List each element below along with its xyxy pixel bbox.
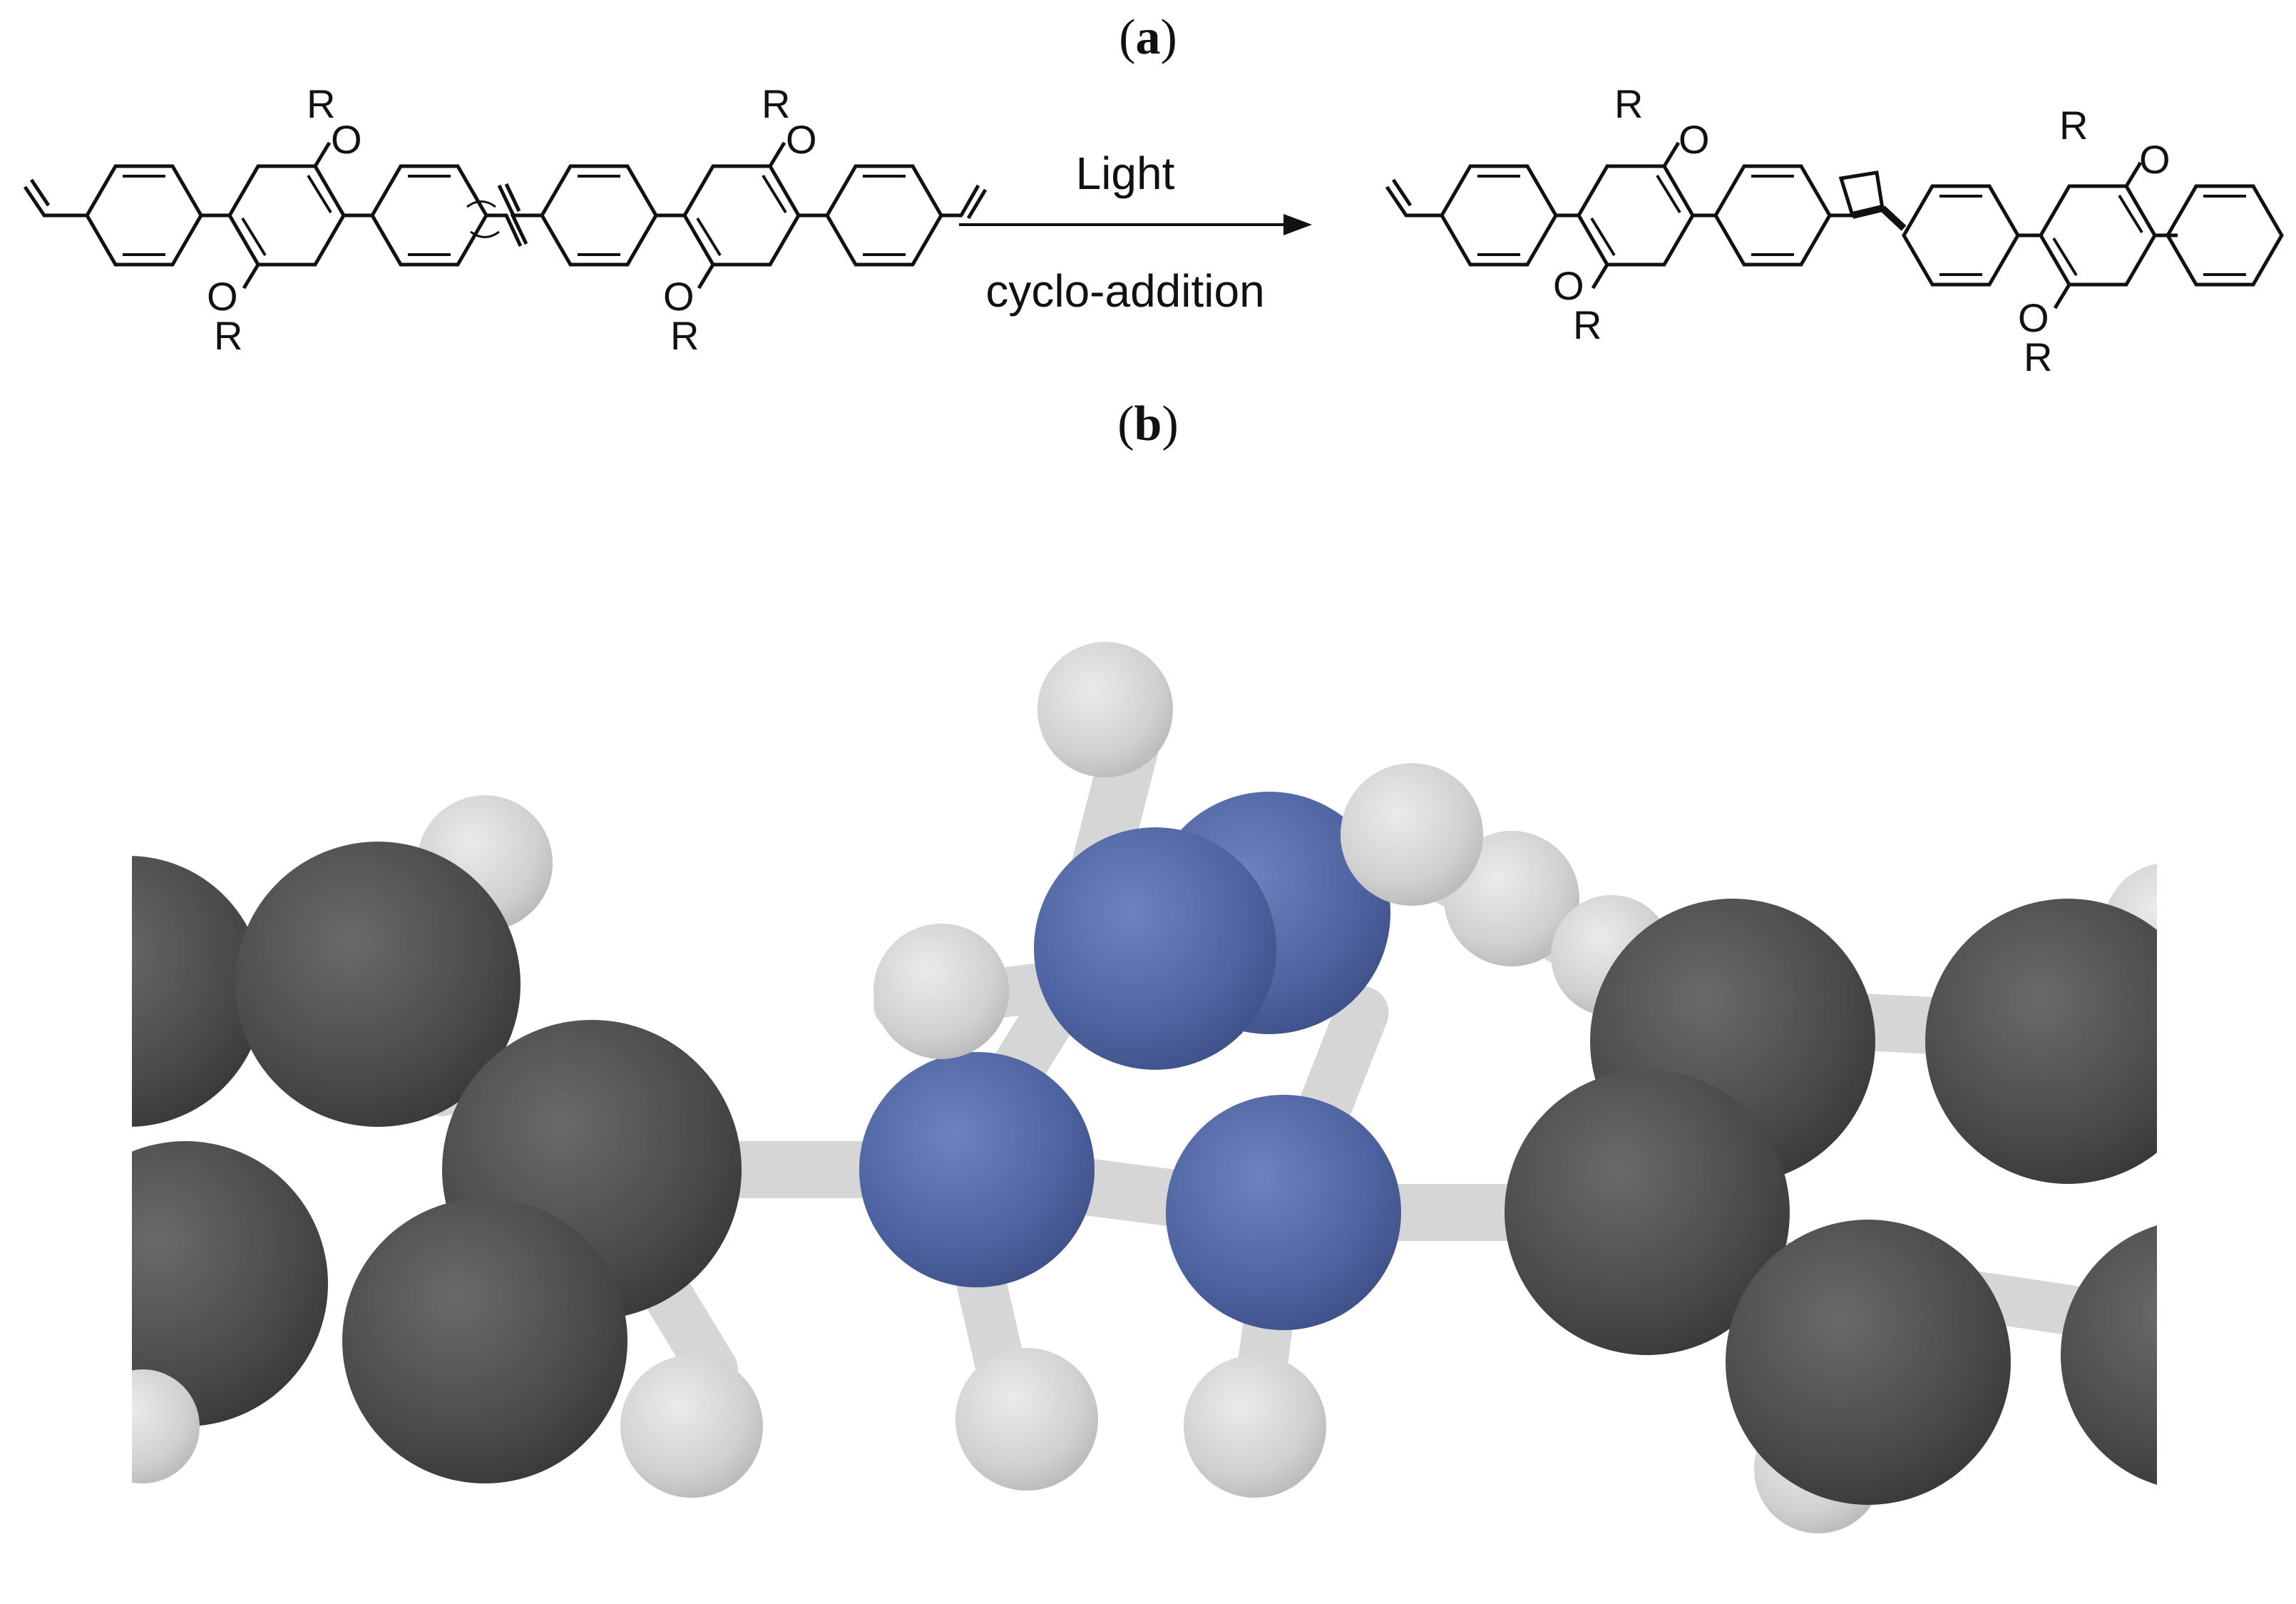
carbon-atoms-right — [1505, 899, 2157, 1505]
oxygen-label: O — [1679, 117, 1710, 162]
r-group-label: R — [1573, 302, 1601, 347]
reactant-monomer-right: O R O R — [497, 81, 988, 358]
reaction-scheme: O R O R O R O R Light c — [23, 81, 2296, 379]
carbon-atoms-left — [132, 842, 742, 1483]
oxygen-label: O — [663, 274, 695, 319]
r-group-label: R — [762, 81, 790, 126]
oxygen-label: O — [331, 117, 362, 162]
oxygen-label: O — [2018, 295, 2049, 340]
oxygen-label: O — [786, 117, 817, 162]
panel-b-label: (b) — [1117, 397, 1179, 451]
reaction-arrow — [959, 214, 1312, 235]
panel-a-label: (a) — [1119, 10, 1177, 65]
oxygen-label: O — [1553, 263, 1584, 308]
r-group-label: R — [2059, 103, 2088, 148]
r-group-label: R — [307, 81, 335, 126]
product-dimer: O R O R O R O R — [1385, 81, 2285, 379]
r-group-label: R — [214, 313, 242, 358]
r-group-label: R — [670, 313, 699, 358]
oxygen-label: O — [2139, 137, 2171, 182]
oxygen-label: O — [207, 274, 238, 319]
condition-below: cyclo-addition — [985, 265, 1264, 317]
r-group-label: R — [2024, 334, 2052, 379]
r-group-label: R — [1614, 81, 1643, 126]
condition-above: Light — [1076, 148, 1175, 199]
cyclobutane-atoms — [859, 792, 1401, 1330]
cycloaddition-arrows — [466, 200, 500, 238]
reactant-monomer-left: O R O R — [23, 81, 528, 358]
